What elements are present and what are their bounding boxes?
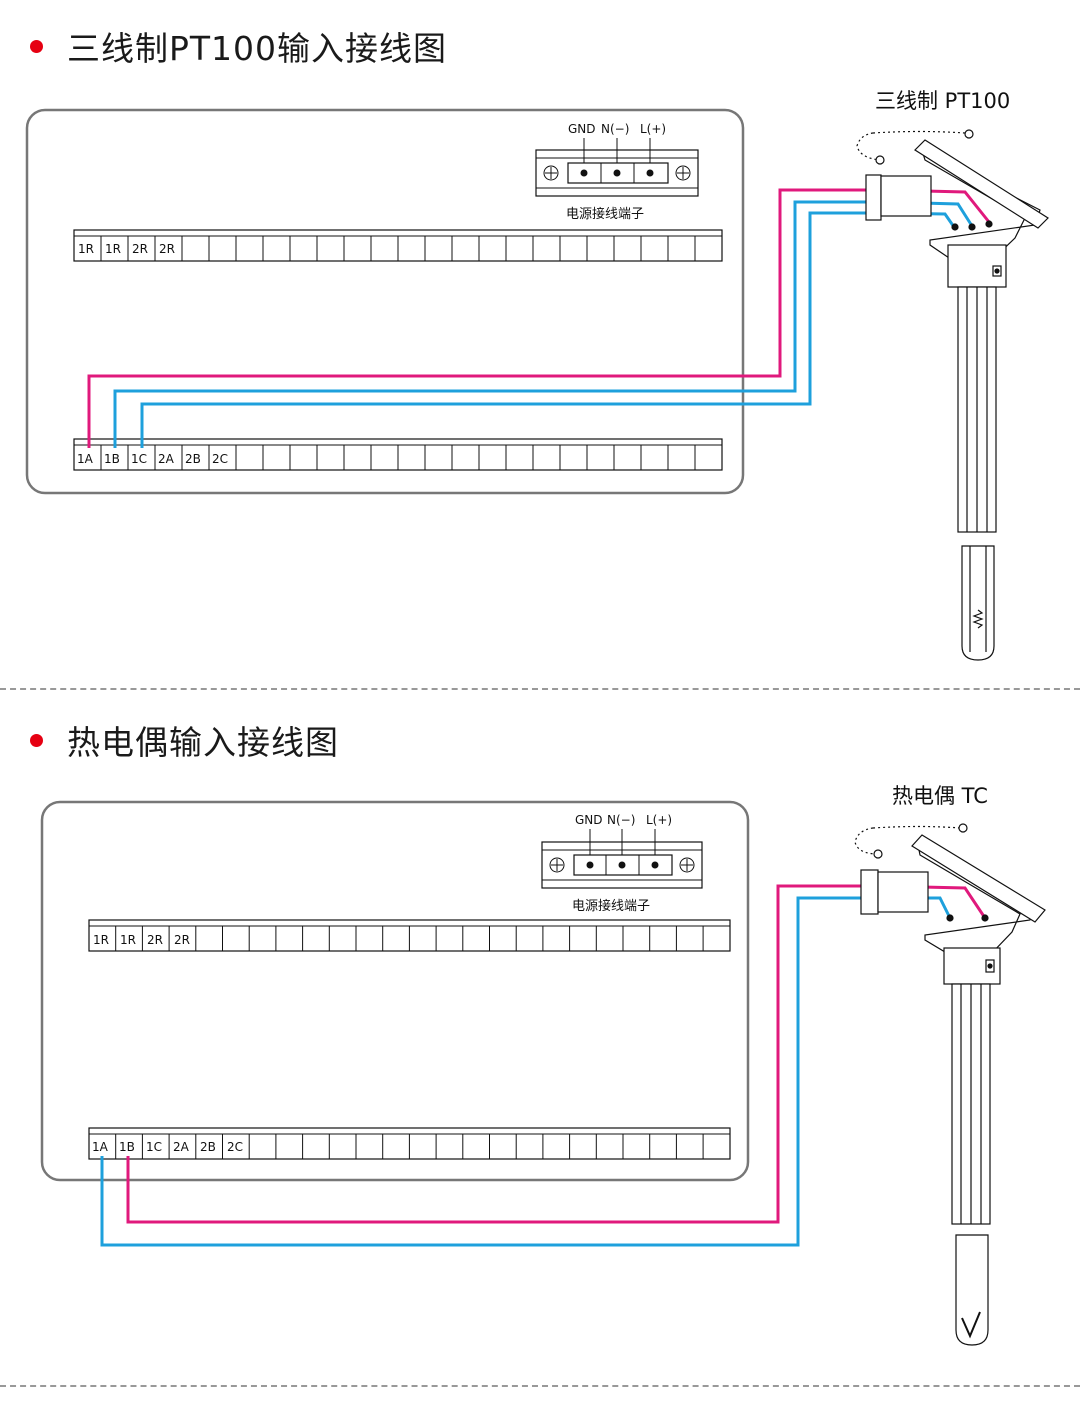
terminal-label: 1C xyxy=(131,452,147,466)
bottom-terminal-strip: 1A 1B 1C 2A 2B 2C xyxy=(73,438,723,471)
terminal-label: 1R xyxy=(78,242,94,256)
section-2-title: 热电偶输入接线图 xyxy=(30,716,339,764)
terminal-label: 2R xyxy=(132,242,148,256)
terminal-label: 1B xyxy=(119,1140,135,1154)
controller-panel xyxy=(40,800,750,1182)
terminal-label: 2A xyxy=(173,1140,190,1154)
section-1-title: 三线制PT100输入接线图 xyxy=(30,22,447,70)
controller-panel xyxy=(25,108,745,495)
wire-magenta xyxy=(126,884,987,1224)
power-label-gnd: GND xyxy=(575,813,603,827)
terminal-label: 2R xyxy=(147,933,163,947)
terminal-label: 2R xyxy=(159,242,175,256)
terminal-label: 2B xyxy=(185,452,201,466)
screw-icon xyxy=(675,165,691,181)
terminal-label: 1R xyxy=(93,933,109,947)
power-terminal-caption: 电源接线端子 xyxy=(572,898,650,914)
power-label-gnd: GND xyxy=(568,122,596,136)
terminal-label: 1R xyxy=(120,933,136,947)
terminal-label: 1A xyxy=(92,1140,109,1154)
top-terminal-strip: 1R 1R 2R 2R xyxy=(73,229,723,262)
terminal-label: 1B xyxy=(104,452,120,466)
wire-magenta xyxy=(87,188,991,448)
thermocouple-diagram: GND N(−) L(+) 电源接线端子 xyxy=(40,784,1046,1346)
terminal-label: 1R xyxy=(105,242,121,256)
power-label-l: L(+) xyxy=(640,122,666,136)
screw-icon xyxy=(543,165,559,181)
wire-blue xyxy=(100,896,952,1247)
screw-icon xyxy=(679,857,695,873)
terminal-label: 2C xyxy=(212,452,228,466)
power-terminal-caption: 电源接线端子 xyxy=(566,206,644,222)
thermocouple-sensor xyxy=(854,823,1046,1346)
power-terminal-block: GND N(−) L(+) 电源接线端子 xyxy=(535,122,699,222)
bottom-terminal-strip: 1A 1B 1C 2A 2B 2C xyxy=(88,1127,731,1160)
power-label-n: N(−) xyxy=(607,813,635,827)
wire-blue xyxy=(113,200,974,448)
power-terminal-block: GND N(−) L(+) 电源接线端子 xyxy=(541,813,703,914)
terminal-label: 2R xyxy=(174,933,190,947)
wire-blue xyxy=(140,211,956,448)
terminal-label: 1C xyxy=(146,1140,162,1154)
power-label-l: L(+) xyxy=(646,813,672,827)
pt100-sensor xyxy=(856,129,1049,661)
terminal-label: 2C xyxy=(227,1140,243,1154)
top-terminal-strip: 1R 1R 2R 2R xyxy=(88,919,731,952)
section-divider xyxy=(0,1385,1080,1387)
sensor-label: 三线制 PT100 xyxy=(875,89,1010,113)
section-divider xyxy=(0,688,1080,690)
terminal-label: 2B xyxy=(200,1140,216,1154)
terminal-label: 1A xyxy=(77,452,94,466)
terminal-label: 2A xyxy=(158,452,175,466)
screw-icon xyxy=(549,857,565,873)
section-1-title-text: 三线制PT100输入接线图 xyxy=(67,29,448,68)
power-label-n: N(−) xyxy=(601,122,629,136)
bullet-icon xyxy=(30,39,43,53)
sensor-label: 热电偶 TC xyxy=(892,784,988,808)
pt100-diagram: GND N(−) L(+) 电源接线端子 xyxy=(25,89,1049,661)
section-2-title-text: 热电偶输入接线图 xyxy=(67,723,339,762)
bullet-icon xyxy=(30,733,43,747)
